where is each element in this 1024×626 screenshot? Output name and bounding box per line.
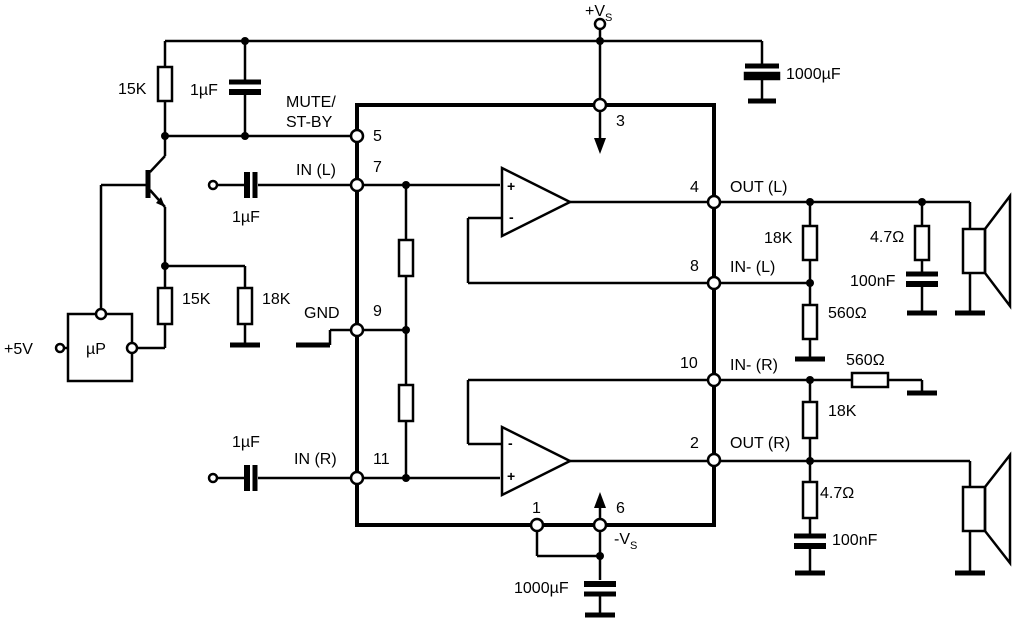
resistor-r-emitter: 15K <box>156 262 245 348</box>
pin-7: 7 <box>373 159 382 176</box>
output-l-network: 18K 560Ω <box>720 198 970 362</box>
capacitor-c-top-right: 1000µF <box>743 63 841 104</box>
gnd-label: GND <box>304 305 340 322</box>
r-zobel-r-label: 4.7Ω <box>820 485 854 502</box>
r-base-label: 18K <box>262 291 291 308</box>
pin-4: 4 <box>690 179 699 196</box>
out-r-label: OUT (R) <box>730 435 790 452</box>
mute-label-1: MUTE/ <box>286 94 336 111</box>
negative-supply: -VS <box>535 492 637 580</box>
r-emitter-label: 15K <box>182 291 211 308</box>
pin-5: 5 <box>373 128 382 145</box>
gnd-input <box>296 328 351 348</box>
r-top-left-label: 15K <box>118 81 147 98</box>
c-zobel-l-label: 100nF <box>850 273 896 290</box>
vs-neg-sub: S <box>630 540 637 552</box>
micro-label: µP <box>86 341 106 358</box>
svg-text:+VS: +VS <box>585 3 612 24</box>
opamp-left: + - <box>466 165 708 285</box>
c-bottom-label: 1000µF <box>514 580 569 597</box>
positive-supply-rail <box>163 28 764 105</box>
microprocessor: µP <box>66 307 165 383</box>
vs-neg-label: V <box>619 531 630 548</box>
output-r-network: 560Ω 18K 4.7Ω 100nF <box>720 352 970 576</box>
capacitor-c-top-left: 1µF <box>190 79 261 136</box>
transistor <box>99 136 167 308</box>
opamp-r-plus: + <box>507 468 515 484</box>
speaker-right <box>955 451 1012 576</box>
inminus-r-label: IN- (R) <box>730 357 778 374</box>
opamp-right: - + <box>466 378 708 498</box>
c-in-r-label: 1µF <box>232 434 260 451</box>
pin-9: 9 <box>373 303 382 320</box>
bias-network <box>363 181 500 482</box>
vs-pos-sub: S <box>605 12 612 24</box>
pin-3: 3 <box>616 113 625 130</box>
resistor-r-top-left: 15K <box>118 65 174 136</box>
mute-label-2: ST-BY <box>286 114 333 131</box>
c-top-left-label: 1µF <box>190 82 218 99</box>
inminus-l-label: IN- (L) <box>730 259 775 276</box>
c-zobel-r-label: 100nF <box>832 532 878 549</box>
r-fb-r-label: 18K <box>828 403 857 420</box>
zobel-l: 4.7Ω 100nF <box>850 202 938 316</box>
input-l-capacitor: 1µF <box>207 172 351 226</box>
speaker-left <box>955 192 1012 316</box>
pin-11: 11 <box>373 451 390 468</box>
r-gnd-r-label: 560Ω <box>846 352 885 369</box>
vs-neg-sign: - <box>614 531 619 548</box>
c-in-l-label: 1µF <box>232 209 260 226</box>
pin-2: 2 <box>690 435 699 452</box>
pin-8: 8 <box>690 258 699 275</box>
opamp-l-plus: + <box>507 178 515 194</box>
opamp-l-minus: - <box>509 209 514 225</box>
resistor-r-base: 18K <box>230 266 291 348</box>
opamp-r-minus: - <box>508 435 513 451</box>
in-r-label: IN (R) <box>294 451 337 468</box>
capacitor-c-bottom: 1000µF <box>514 580 616 618</box>
c-top-right-label: 1000µF <box>786 66 841 83</box>
out-l-label: OUT (L) <box>730 179 787 196</box>
supply-5v-label: +5V <box>4 341 33 358</box>
in-l-label: IN (L) <box>296 162 336 179</box>
r-fb-l-label: 18K <box>764 230 793 247</box>
pin-1: 1 <box>532 500 541 517</box>
vs-pos-label: V <box>594 3 605 20</box>
pin-10: 10 <box>680 355 698 372</box>
input-r-capacitor: 1µF <box>207 434 351 491</box>
pin-6: 6 <box>616 500 625 517</box>
r-zobel-l-label: 4.7Ω <box>870 229 904 246</box>
vs-pos-sign: + <box>585 3 594 20</box>
vs-pos-arrow <box>594 111 606 154</box>
svg-text:-VS: -VS <box>614 531 637 552</box>
supply-5v: +5V <box>4 341 68 358</box>
positive-supply-terminal: +VS <box>585 3 612 31</box>
r-gnd-l-label: 560Ω <box>828 305 867 322</box>
